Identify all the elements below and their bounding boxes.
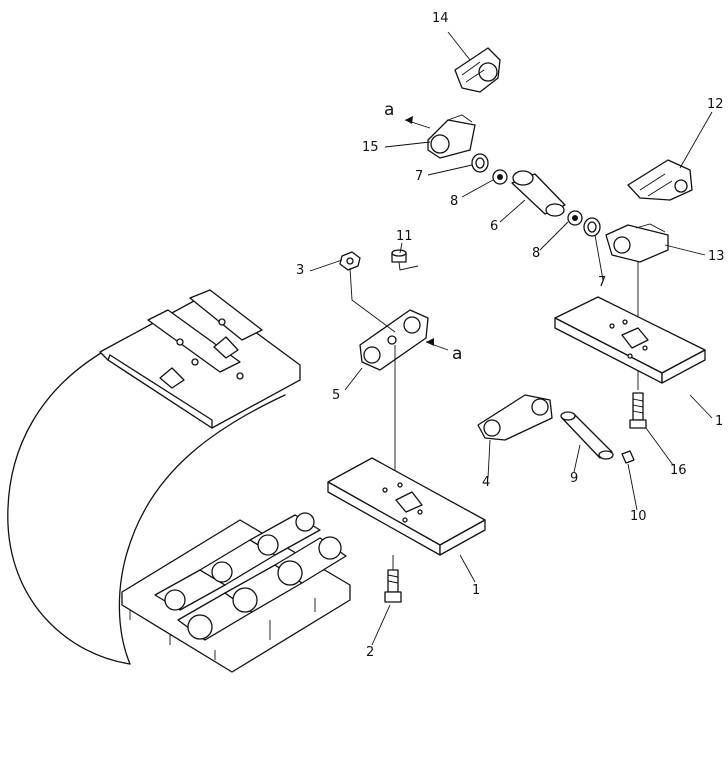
- part-2-bolt: [384, 555, 402, 603]
- part-13-link: [605, 223, 669, 263]
- label-part-9: 9: [570, 471, 578, 486]
- label-part-14: 14: [432, 11, 449, 26]
- label-part-6: 6: [490, 219, 498, 234]
- label-part-7-lower: 7: [598, 275, 606, 290]
- label-part-7-upper: 7: [415, 169, 423, 184]
- part-7-seal-upper: [471, 153, 489, 173]
- part-3-nut: [339, 251, 361, 271]
- part-15-link: [427, 114, 476, 159]
- track-chain-outline: [7, 344, 286, 665]
- label-part-10: 10: [630, 509, 647, 524]
- part-6-pin: [511, 170, 566, 217]
- part-10-pin-small: [621, 450, 635, 464]
- label-part-8-upper: 8: [450, 194, 458, 209]
- part-14-link: [454, 47, 501, 93]
- part-8-bushing-lower: [567, 210, 583, 226]
- part-9-pin: [560, 411, 614, 460]
- label-part-1-center: 1: [472, 583, 480, 598]
- label-part-11: 11: [396, 229, 413, 244]
- track-chain-links-assembly: [121, 512, 351, 673]
- part-1-shoe-plate-right: [554, 296, 706, 384]
- part-labels: 14 12 15 7 8 6 8 7 13 11 3 5 1 4 9 16 10…: [296, 11, 725, 660]
- part-12-link: [627, 159, 693, 201]
- label-part-16: 16: [670, 463, 687, 478]
- label-part-13: 13: [708, 249, 725, 264]
- track-shoe-upper-left: [99, 289, 301, 429]
- label-part-8-lower: 8: [532, 246, 540, 261]
- part-8-bushing-upper: [492, 169, 508, 185]
- leader-lines: [309, 31, 713, 646]
- label-part-15: 15: [362, 140, 379, 155]
- label-part-3: 3: [296, 263, 304, 278]
- label-reference-a-top: a: [384, 100, 394, 120]
- part-5-master-link: [359, 309, 429, 371]
- reference-arrows: [405, 116, 434, 346]
- part-16-bolt: [629, 392, 647, 429]
- label-part-1-right: 1: [715, 414, 723, 429]
- label-part-5: 5: [332, 388, 340, 403]
- label-reference-a-middle: a: [452, 344, 462, 364]
- label-part-12: 12: [707, 97, 724, 112]
- part-7-seal-lower: [583, 217, 601, 237]
- part-11-bolt: [391, 249, 407, 263]
- part-4-link: [477, 394, 553, 441]
- part-1-shoe-plate-center: [327, 457, 486, 556]
- label-part-2: 2: [366, 645, 374, 660]
- label-part-4: 4: [482, 475, 490, 490]
